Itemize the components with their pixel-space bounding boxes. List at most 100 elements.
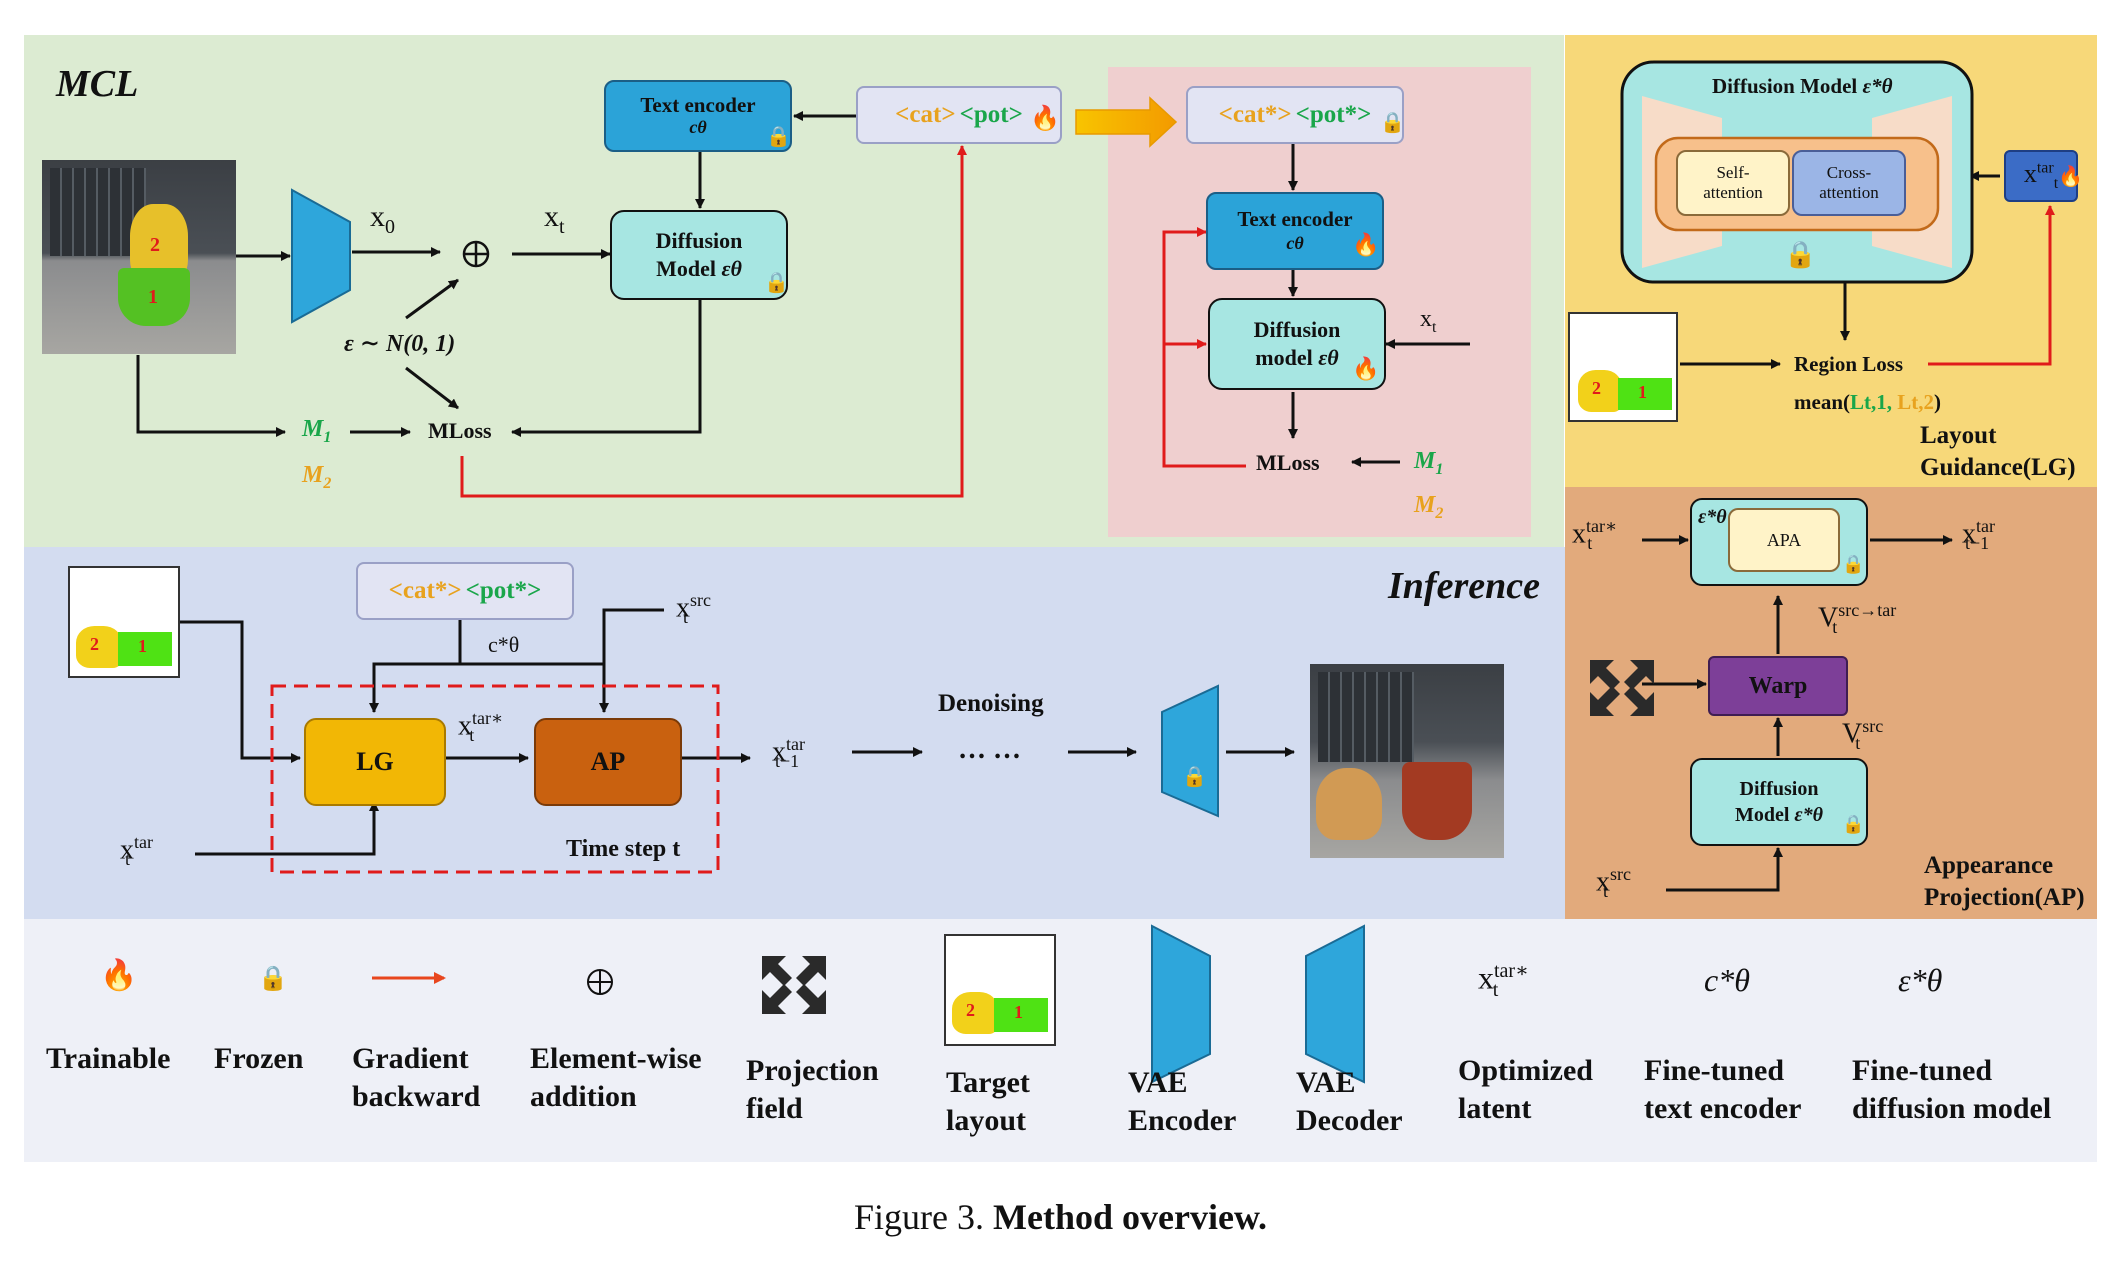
v-src-tar-label: Vsrc→tart: [1818, 600, 1897, 637]
legend-target-layout-icon: 2 1: [944, 934, 1056, 1046]
legend-latent-symbol: xtar∗t: [1478, 959, 1529, 1002]
inference-title: Inference: [1388, 565, 1540, 607]
m2-label-mcl: M2: [302, 462, 332, 492]
inference-mid-latent: xtar∗t: [458, 708, 504, 745]
mloss-label-mcl: MLoss: [428, 418, 492, 443]
ap-eps-label: ε*θ: [1698, 506, 1727, 528]
lock-icon: 🔒: [1182, 766, 1207, 788]
output-photo: [1310, 664, 1504, 858]
noise-label: ε ∼ N(0, 1): [344, 331, 456, 357]
lock-icon: 🔒: [1842, 554, 1865, 574]
lock-icon: 🔒: [1842, 814, 1865, 834]
time-step-box: [270, 684, 720, 874]
transfer-arrow: [1075, 96, 1178, 148]
legend-vae-decoder-icon: [1305, 924, 1365, 1084]
lock-icon: 🔒: [766, 126, 791, 148]
m1-label-mcl: M1: [302, 416, 332, 446]
legend-frozen: Frozen: [214, 1042, 304, 1075]
diffusion-model-box: Diffusion Model εθ: [610, 210, 788, 300]
m1-label-finetune: M1: [1414, 448, 1444, 478]
m2-label-finetune: M2: [1414, 492, 1444, 522]
time-step-label: Time step t: [566, 836, 681, 862]
lock-icon: 🔒: [764, 272, 789, 294]
lg-module-box: LG: [304, 718, 446, 806]
self-attention-box: Self-attention: [1676, 150, 1790, 216]
ap-module-box: AP: [534, 718, 682, 806]
circled-plus-icon: [462, 240, 490, 268]
legend-circled-plus-icon: [587, 969, 613, 995]
legend-lock-icon: 🔒: [258, 966, 288, 992]
token-box-inference: <cat*> <pot*>: [356, 562, 574, 620]
ap-input-latent: xtar∗t: [1572, 516, 1618, 553]
legend-flame-icon: 🔥: [100, 959, 138, 992]
legend-vae-encoder-icon: [1151, 924, 1211, 1084]
target-layout-thumb-lg: 2 1: [1568, 312, 1678, 422]
arrow-img-to-m1: [136, 355, 286, 437]
legend-trainable: Trainable: [46, 1042, 171, 1075]
token-box-finetune: <cat*> <pot*>: [1186, 86, 1404, 144]
flame-icon: 🔥: [1352, 232, 1380, 257]
inference-tar-latent: xtart: [120, 832, 153, 869]
mloss-label-finetune: MLoss: [1256, 450, 1320, 475]
flame-icon: 🔥: [2058, 166, 2083, 188]
arrow-diff-to-mloss: [511, 300, 702, 437]
lg-diffusion-title: Diffusion Model ε*θ: [1712, 74, 1893, 98]
denoising-dots: … …: [958, 734, 1021, 765]
arrow-noise-to-mloss: [405, 366, 459, 410]
mcl-title: MCL: [56, 63, 139, 105]
output-pot: [1402, 762, 1472, 840]
x0-label: x0: [370, 200, 395, 238]
lock-icon: 🔒: [1380, 112, 1405, 134]
ap-src-latent: xsrct: [1596, 864, 1631, 901]
legend-projection-field-icon: [762, 956, 826, 1014]
denoising-label: Denoising: [938, 690, 1044, 717]
gradient-arrow-mcl: [460, 145, 967, 498]
text-encoder-box: Text encoder cθ: [604, 80, 792, 152]
gradient-arrow-lg: [1928, 205, 2055, 366]
cross-attention-box: Cross-attention: [1792, 150, 1906, 216]
region-loss-label: Region Loss: [1794, 352, 1904, 376]
warp-box: Warp: [1708, 656, 1848, 716]
lg-latent-box: xtart: [2004, 150, 2078, 202]
text-encoder-box-finetune: Text encoder cθ: [1206, 192, 1384, 270]
token-box-mcl: <cat> <pot>: [856, 86, 1062, 144]
legend-c-symbol: c*θ: [1704, 962, 1750, 998]
flame-icon: 🔥: [1030, 106, 1060, 132]
ap-output-latent: xtart−1: [1962, 516, 1995, 553]
xt-label-mcl: xt: [544, 200, 565, 238]
gradient-arrow-finetune: [1162, 227, 1246, 468]
apa-box: APA: [1728, 508, 1840, 572]
legend-eps-symbol: ε*θ: [1898, 962, 1943, 998]
lock-icon: 🔒: [1784, 240, 1817, 269]
inference-panel: [24, 547, 1565, 919]
inference-src-latent: xsrct: [676, 590, 711, 627]
projection-field-icon: [1590, 660, 1654, 716]
flame-icon: 🔥: [1352, 356, 1380, 381]
legend-panel: [24, 919, 2097, 1162]
pot-mask: [118, 268, 190, 326]
inference-out-latent: xtart−1: [772, 734, 805, 771]
c-star-label: c*θ: [488, 632, 520, 657]
vae-encoder-shape: [291, 188, 351, 324]
diffusion-model-box-finetune: Diffusion model εθ: [1208, 298, 1386, 390]
xt-label-finetune: xt: [1420, 306, 1437, 336]
vae-decoder-shape: [1161, 684, 1219, 818]
figure-caption: Figure 3. Method overview.: [854, 1197, 1267, 1237]
source-photo: 2 1: [42, 160, 236, 354]
output-cat: [1316, 768, 1382, 840]
target-layout-thumb-inference: 2 1: [68, 566, 180, 678]
mean-label: mean(Lt,1, Lt,2): [1794, 390, 1941, 414]
arrow-noise-to-plus: [405, 278, 459, 320]
v-src-label: Vsrct: [1842, 716, 1884, 753]
